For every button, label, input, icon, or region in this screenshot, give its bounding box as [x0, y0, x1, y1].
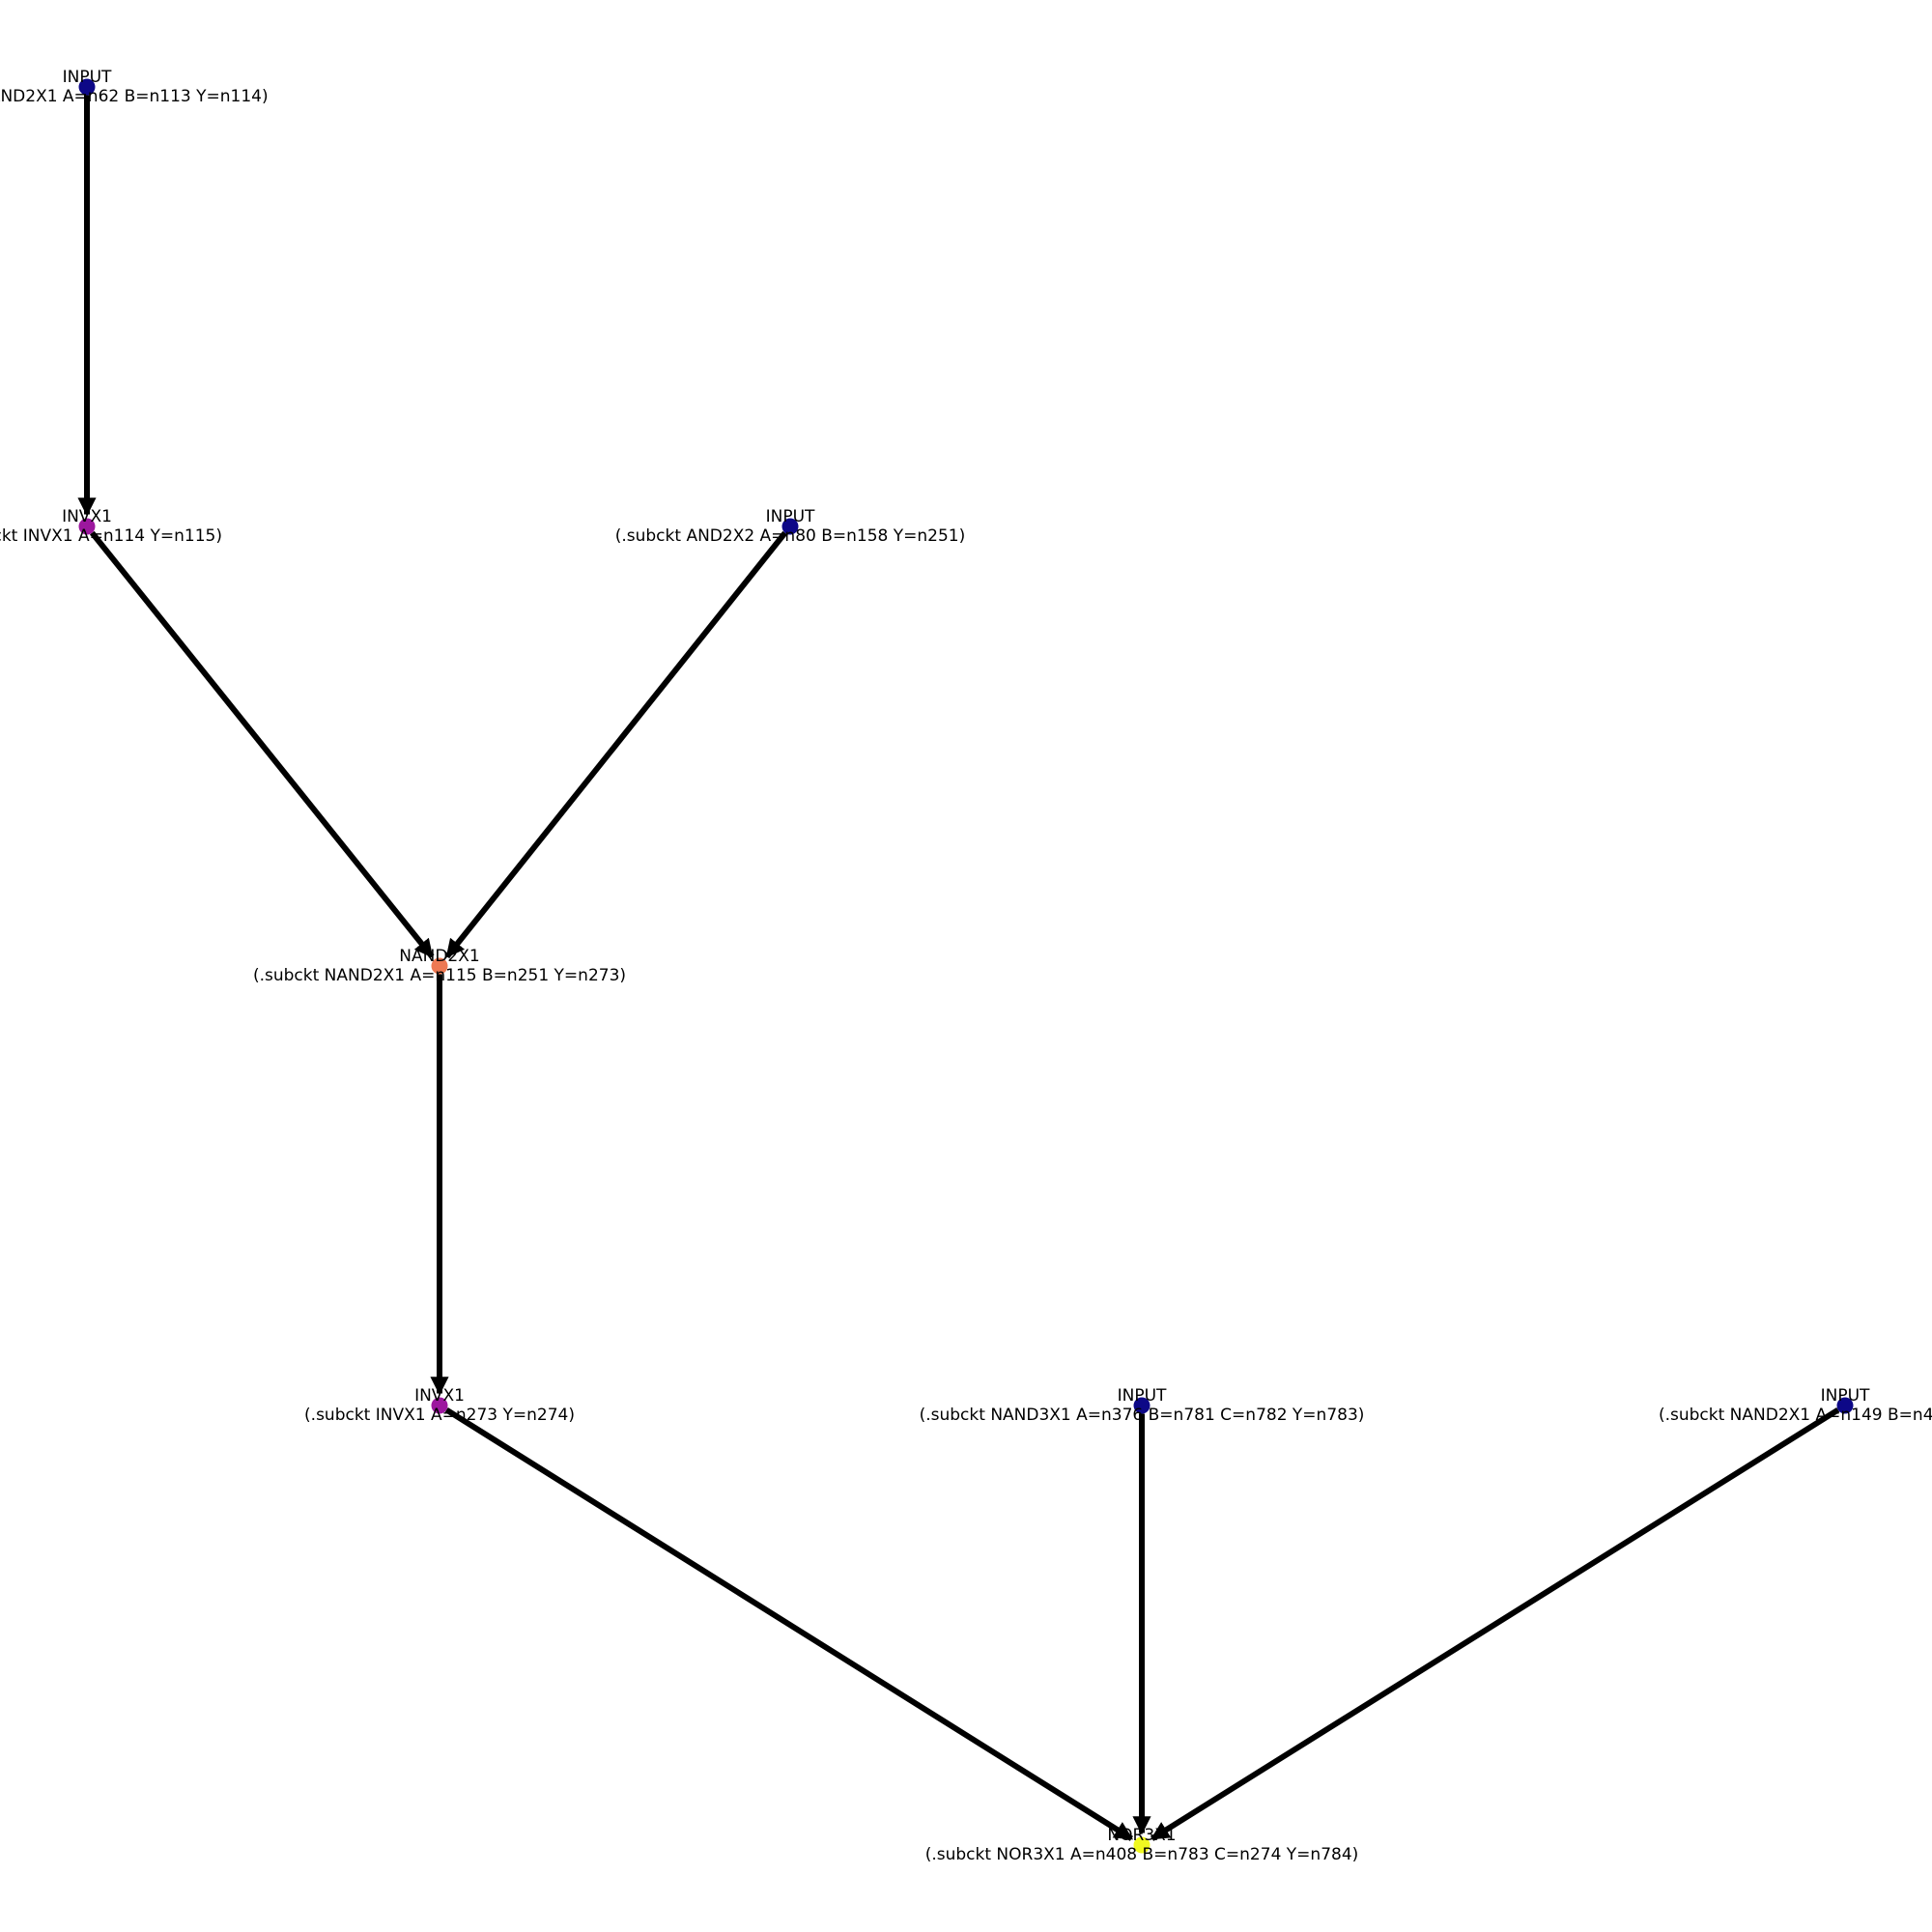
- nodes-layer: [78, 78, 1854, 1854]
- node-input-n6[interactable]: [1133, 1397, 1151, 1414]
- node-type-label: INPUT: [1821, 1386, 1870, 1406]
- node-type-label: INPUT: [1118, 1386, 1167, 1406]
- node-subckt-label: (.subckt NAND3X1 A=n376 B=n781 C=n782 Y=…: [920, 1406, 1365, 1425]
- node-subckt-label: (.subckt NAND2X1 A=n115 B=n251 Y=n273): [253, 966, 626, 985]
- edge-n3-to-n4: [444, 530, 788, 959]
- edges-layer: [77, 95, 1840, 1841]
- node-subckt-label: (.subckt INVX1 A=n114 Y=n115): [0, 526, 222, 546]
- node-nor3x1-n8[interactable]: [1133, 1836, 1151, 1854]
- node-type-label: INPUT: [766, 507, 815, 526]
- edge-n5-to-n8: [444, 1406, 1134, 1841]
- node-subckt-label: (.subckt NOR3X1 A=n408 B=n783 C=n274 Y=n…: [925, 1845, 1359, 1864]
- node-input-n7[interactable]: [1836, 1397, 1854, 1414]
- node-type-label: INVX1: [414, 1386, 465, 1406]
- node-type-label: INVX1: [62, 507, 112, 526]
- node-invx1-n2[interactable]: [78, 518, 96, 535]
- node-subckt-label: (.subckt NAND2X1 A=n149 B=n407 Y=n408): [1659, 1406, 1932, 1425]
- node-type-label: NOR3X1: [1107, 1826, 1176, 1845]
- edge-n7-to-n8: [1150, 1406, 1840, 1841]
- node-subckt-label: (.subckt NAND2X1 A=n62 B=n113 Y=n114): [0, 87, 269, 106]
- labels-layer: INPUT(.subckt NAND2X1 A=n62 B=n113 Y=n11…: [0, 68, 1932, 1864]
- node-type-label: INPUT: [63, 68, 112, 87]
- node-type-label: NAND2X1: [399, 947, 479, 966]
- node-nand2x1-n4[interactable]: [431, 957, 448, 975]
- edge-n2-to-n4: [89, 530, 435, 959]
- node-invx1-n5[interactable]: [431, 1397, 448, 1414]
- node-subckt-label: (.subckt INVX1 A=n273 Y=n274): [304, 1406, 575, 1425]
- node-input-n1[interactable]: [78, 78, 96, 96]
- node-subckt-label: (.subckt AND2X2 A=n80 B=n158 Y=n251): [615, 526, 966, 546]
- node-input-n3[interactable]: [781, 518, 799, 535]
